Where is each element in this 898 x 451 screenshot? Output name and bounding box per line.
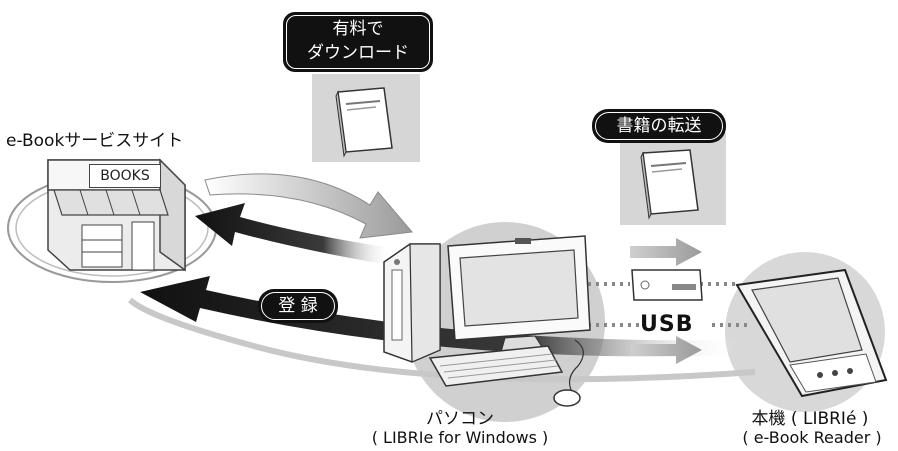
pc-software-label: ( LIBRIe for Windows ): [371, 428, 549, 447]
pc-to-store-arrow: [195, 203, 392, 265]
transfer-arrow-bottom: [630, 336, 702, 364]
desktop-computer-icon: [383, 235, 591, 407]
register-badge-label: 登 録: [278, 296, 318, 316]
register-badge: 登 録: [258, 289, 338, 323]
download-arrow: [204, 173, 413, 239]
download-badge: 有料で ダウンロード: [283, 12, 433, 72]
download-badge-line2: ダウンロード: [307, 43, 409, 63]
pc-name-label: パソコン: [426, 409, 494, 429]
device-sub-label: ( e-Book Reader ): [742, 428, 882, 447]
transfer-arrow-top: [630, 238, 702, 266]
device-name-label: 本機 ( LIBRIé ): [751, 409, 869, 429]
store-sign: BOOKS: [89, 164, 161, 188]
reader-return-swoosh: [127, 297, 756, 383]
usb-label: USB: [640, 312, 694, 337]
transfer-badge: 書籍の転送: [592, 109, 726, 143]
download-badge-line1: 有料で: [332, 19, 384, 39]
transfer-badge-label: 書籍の転送: [616, 116, 702, 136]
memory-stick-icon: [631, 269, 703, 301]
book-icon: [335, 87, 393, 158]
ebook-reader-icon: [735, 268, 888, 398]
book-icon: [640, 149, 699, 220]
site-name-label: e-Bookサービスサイト: [6, 131, 184, 151]
